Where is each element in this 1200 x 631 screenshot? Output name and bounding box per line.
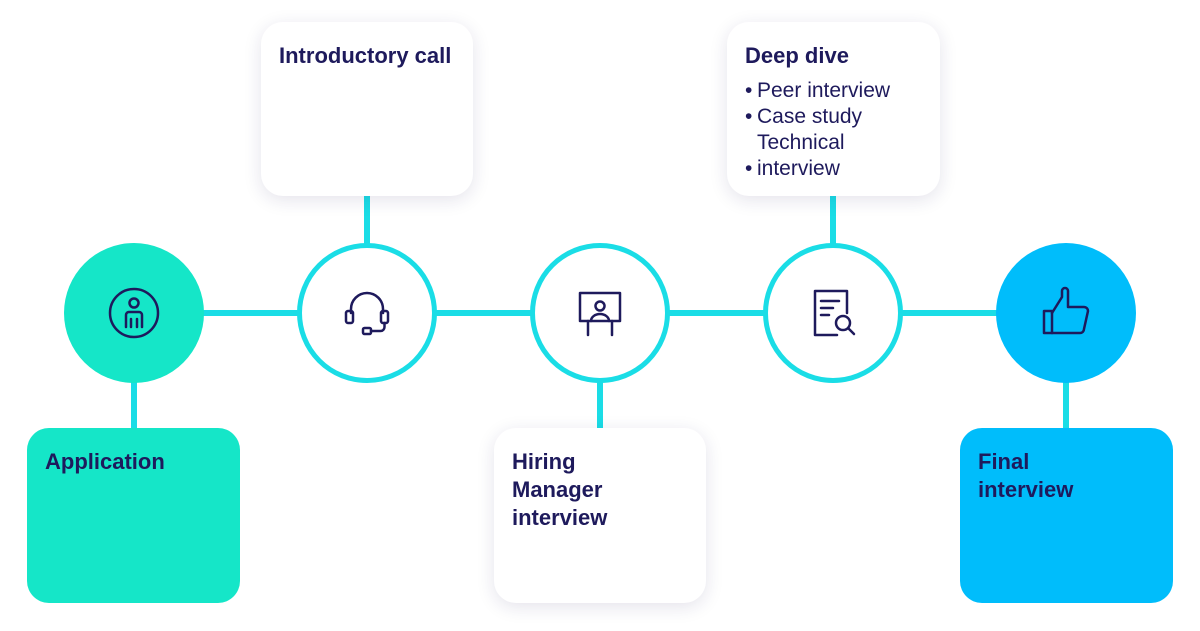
node-hiring-manager	[530, 243, 670, 383]
node-deep-dive	[763, 243, 903, 383]
card-final-interview: Final interview	[960, 428, 1173, 603]
card-hiring-manager: Hiring Manager interview	[494, 428, 706, 603]
headset-icon	[344, 291, 390, 336]
list-item: •Peer interview	[745, 79, 891, 102]
thumbs-up-icon	[1042, 286, 1090, 335]
card-deep-dive-title: Deep dive	[745, 43, 849, 68]
deep-dive-list: •Peer interview •Case study •Technical i…	[745, 78, 922, 182]
card-final-title: Final interview	[978, 449, 1074, 502]
person-icon	[108, 287, 160, 339]
list-item: •Technical interview	[745, 131, 845, 180]
document-search-icon	[813, 289, 856, 337]
list-item: •Case study	[745, 105, 863, 128]
card-introductory-call: Introductory call	[261, 22, 473, 196]
node-application	[64, 243, 204, 383]
card-application-title: Application	[45, 449, 165, 474]
node-introductory-call	[297, 243, 437, 383]
card-introductory-title: Introductory call	[279, 43, 452, 68]
presenter-icon	[578, 291, 622, 337]
node-final-interview	[996, 243, 1136, 383]
card-deep-dive: Deep dive •Peer interview •Case study •T…	[727, 22, 940, 196]
card-application: Application	[27, 428, 240, 603]
card-hiring-manager-title: Hiring Manager interview	[512, 449, 608, 530]
